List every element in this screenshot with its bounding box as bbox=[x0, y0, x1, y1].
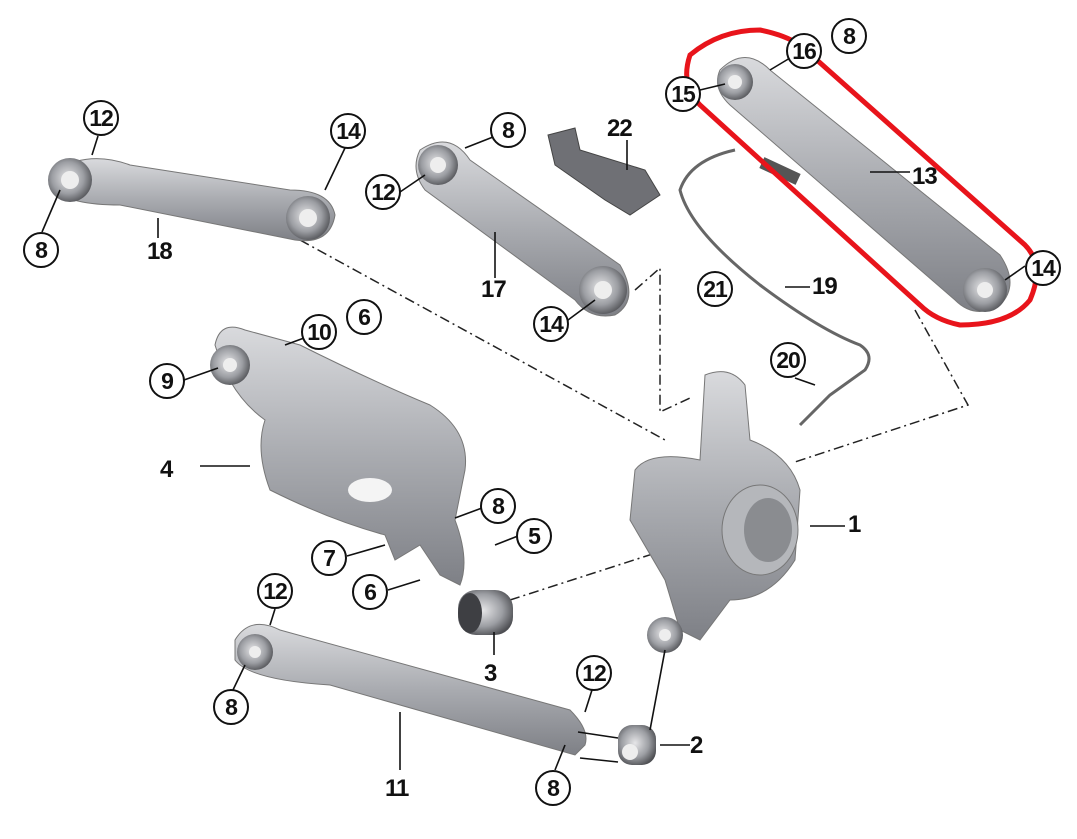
callout-20: 20 bbox=[770, 342, 806, 378]
sensor-cable-19 bbox=[678, 148, 871, 427]
callout-14: 14 bbox=[1025, 250, 1061, 286]
highlight-outline bbox=[684, 27, 1039, 328]
callout-12: 12 bbox=[83, 100, 119, 136]
callout-10: 10 bbox=[301, 314, 337, 350]
upper-arm-18 bbox=[48, 158, 336, 242]
control-arm-4 bbox=[210, 326, 467, 586]
callout-5: 5 bbox=[516, 518, 552, 554]
callout-16: 16 bbox=[786, 33, 822, 69]
part-label-3: 3 bbox=[484, 660, 497, 687]
callout-6: 6 bbox=[346, 299, 382, 335]
callout-8: 8 bbox=[831, 18, 867, 54]
callout-15: 15 bbox=[665, 76, 701, 112]
callout-12: 12 bbox=[365, 174, 401, 210]
part-label-18: 18 bbox=[147, 238, 173, 265]
callout-6: 6 bbox=[352, 574, 388, 610]
callout-8: 8 bbox=[23, 232, 59, 268]
part-label-2: 2 bbox=[690, 732, 703, 759]
lower-arm-11 bbox=[234, 623, 587, 756]
bracket-22 bbox=[547, 127, 661, 216]
bushing-3 bbox=[458, 590, 513, 635]
callout-14: 14 bbox=[533, 306, 569, 342]
callout-8: 8 bbox=[213, 689, 249, 725]
bushing-2 bbox=[618, 725, 656, 765]
callout-7: 7 bbox=[311, 540, 347, 576]
callout-12: 12 bbox=[257, 573, 293, 609]
part-label-19: 19 bbox=[812, 273, 838, 300]
cable-clip bbox=[759, 157, 801, 185]
callout-8: 8 bbox=[480, 488, 516, 524]
callout-8: 8 bbox=[535, 770, 571, 806]
trailing-arm-13 bbox=[717, 57, 1011, 312]
part-label-17: 17 bbox=[481, 276, 507, 303]
callout-12: 12 bbox=[576, 655, 612, 691]
callout-14: 14 bbox=[330, 113, 366, 149]
part-label-4: 4 bbox=[160, 456, 173, 483]
callout-21: 21 bbox=[697, 271, 733, 307]
part-label-11: 11 bbox=[385, 775, 409, 802]
leader-lines bbox=[41, 54, 1026, 771]
assembly-lines bbox=[299, 239, 970, 601]
callout-8: 8 bbox=[490, 112, 526, 148]
part-label-22: 22 bbox=[607, 115, 633, 142]
callout-9: 9 bbox=[149, 363, 185, 399]
part-label-1: 1 bbox=[848, 511, 861, 538]
wheel-carrier-1 bbox=[629, 371, 801, 653]
part-label-13: 13 bbox=[912, 163, 938, 190]
